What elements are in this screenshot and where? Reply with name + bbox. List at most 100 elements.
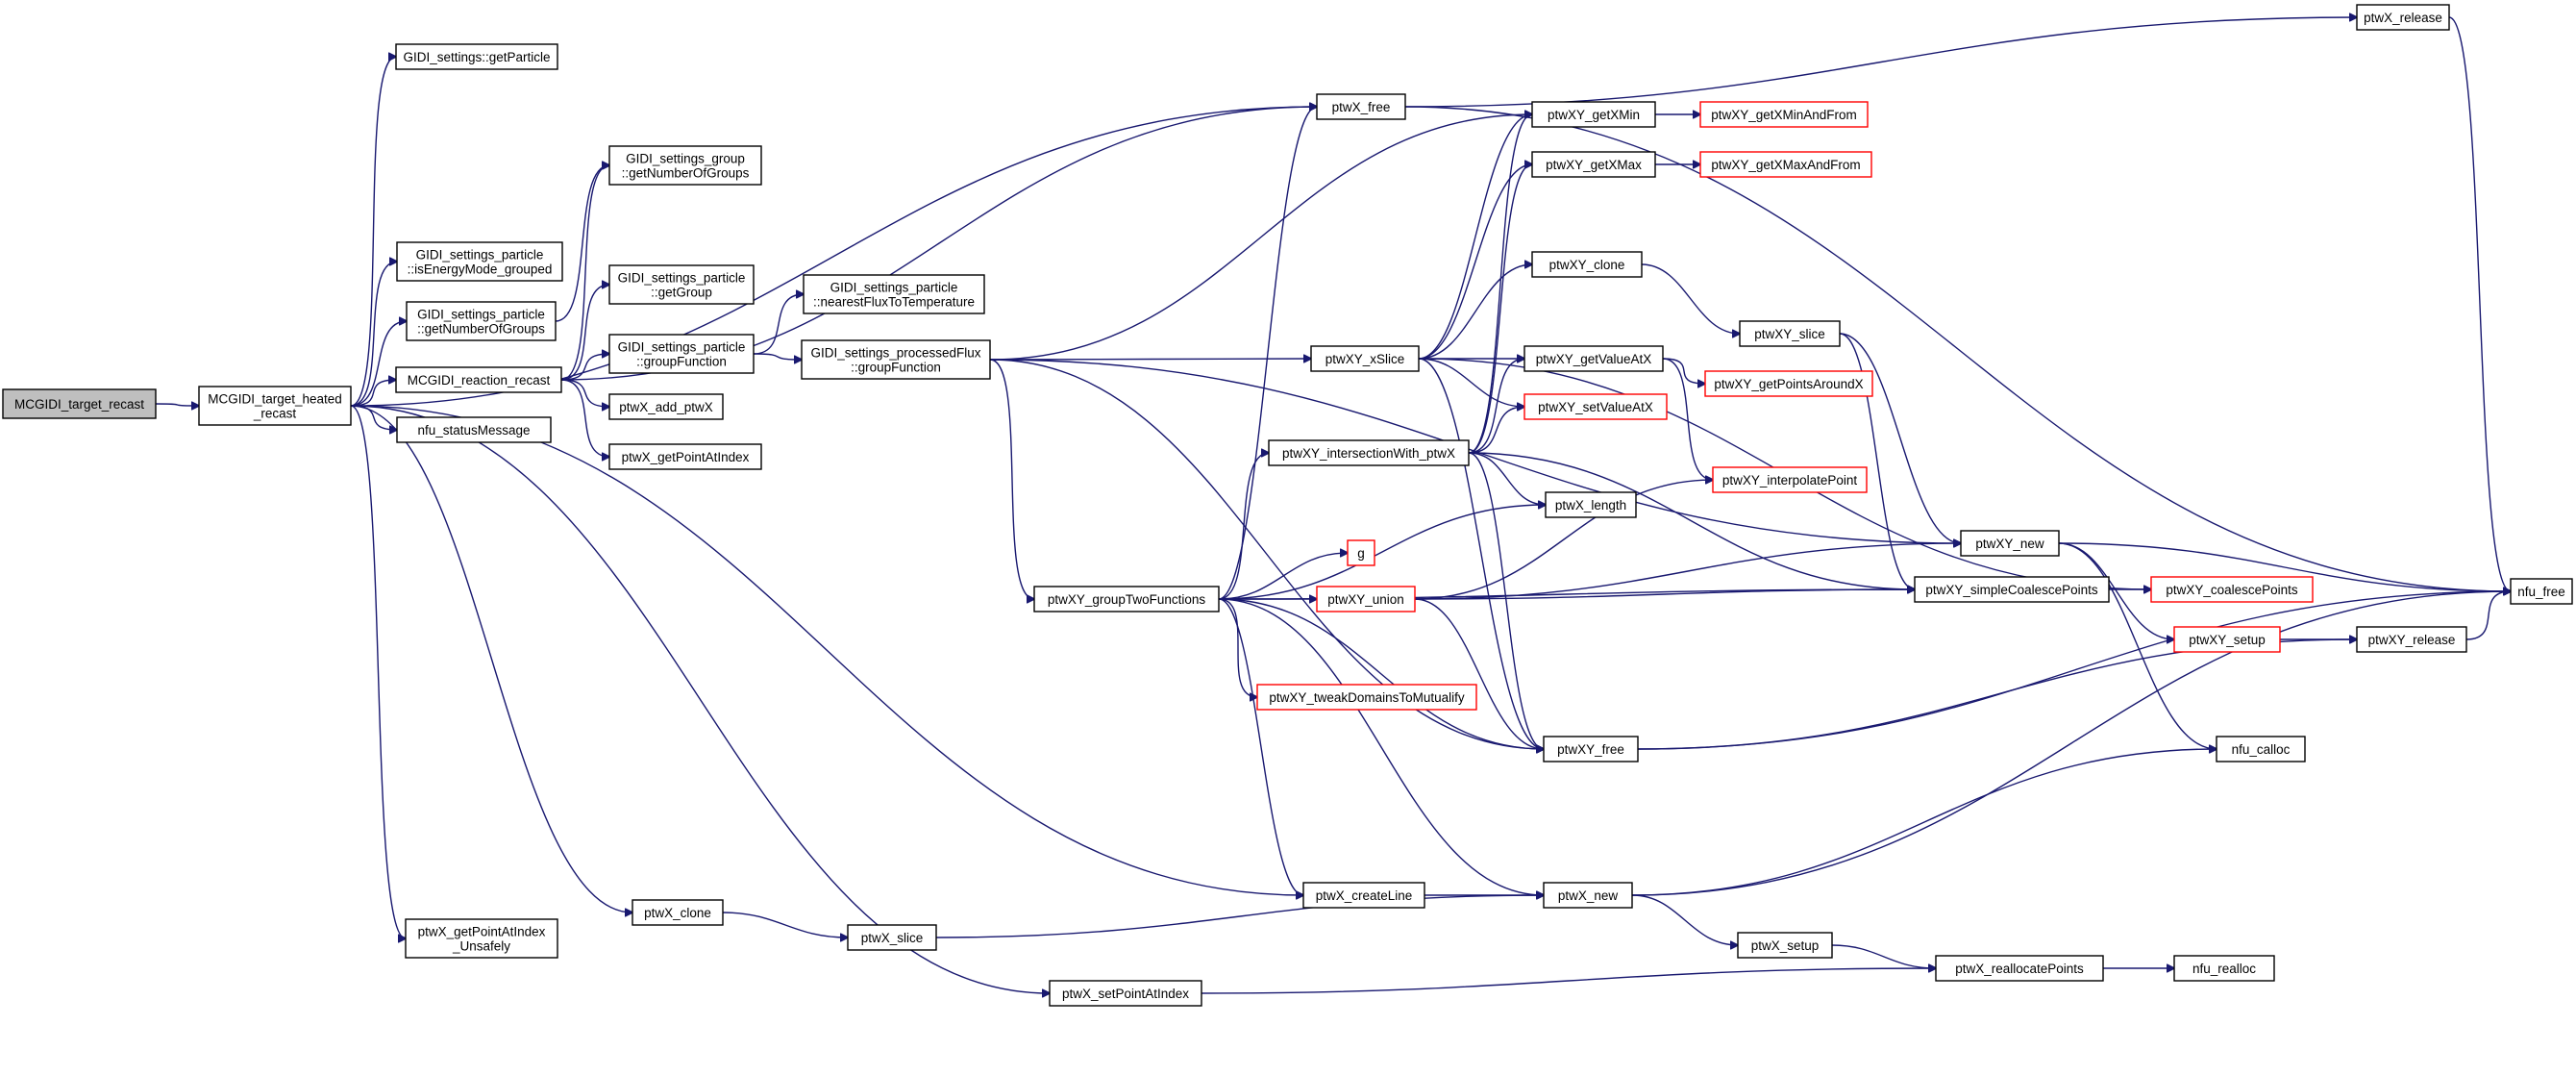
node-label: ptwX_new: [1558, 888, 1619, 903]
node-gidi-settings-processedflux-groupfunction[interactable]: GIDI_settings_processedFlux::groupFuncti…: [801, 339, 991, 380]
node-ptwxy-tweakdomainstomutualify[interactable]: ptwXY_tweakDomainsToMutualify: [1256, 684, 1477, 711]
node-label: ptwXY_groupTwoFunctions: [1048, 592, 1206, 607]
node-label: ptwXY_getXMinAndFrom: [1711, 108, 1857, 122]
node-gidi-settings-particle-isenergymode-grouped[interactable]: GIDI_settings_particle::isEnergyMode_gro…: [396, 241, 563, 282]
node-ptwx-reallocatepoints[interactable]: ptwX_reallocatePoints: [1935, 955, 2104, 982]
node-ptwxy-getxmaxandfrom[interactable]: ptwXY_getXMaxAndFrom: [1699, 151, 1872, 178]
node-label: nfu_calloc: [2232, 742, 2291, 757]
node-ptwxy-getpointsaroundx[interactable]: ptwXY_getPointsAroundX: [1704, 370, 1873, 397]
edge-fluxgroupfn-to-xyfree: [989, 359, 1544, 749]
node-mcgidi-reaction-recast[interactable]: MCGIDI_reaction_recast: [395, 366, 562, 393]
node-gidi-settings-particle-groupfunction[interactable]: GIDI_settings_particle::groupFunction: [608, 334, 755, 374]
node-label: ptwX_setPointAtIndex: [1062, 987, 1189, 1001]
node-box: [2, 388, 157, 419]
node-box: [2173, 955, 2275, 982]
node-ptwx-setup[interactable]: ptwX_setup: [1737, 932, 1833, 959]
edge-intersect-to-getxmax: [1468, 164, 1532, 454]
edge-partnumgroups-to-grpnumgroups: [555, 165, 609, 322]
node-ptwxy-intersectionwith-ptwx[interactable]: ptwXY_intersectionWith_ptwX: [1268, 439, 1470, 466]
node-ptwx-new[interactable]: ptwX_new: [1543, 882, 1633, 909]
edge-group2-to-createline: [1218, 598, 1303, 895]
node-ptwxy-getxmin[interactable]: ptwXY_getXMin: [1531, 101, 1656, 128]
node-gidi-settings-group-getnumberofgroups[interactable]: GIDI_settings_group::getNumberOfGroups: [608, 145, 762, 186]
node-ptwxy-grouptwofunctions[interactable]: ptwXY_groupTwoFunctions: [1033, 586, 1220, 612]
node-nfu-statusmessage[interactable]: nfu_statusMessage: [396, 416, 552, 443]
node-label: ::groupFunction: [851, 361, 941, 375]
node-gidi-settings-particle-getnumberofgroups[interactable]: GIDI_settings_particle::getNumberOfGroup…: [406, 301, 557, 341]
node-g[interactable]: g: [1347, 539, 1375, 566]
edge-xyfree-to-nfufree: [1637, 591, 2511, 750]
node-ptwxy-getvalueatx[interactable]: ptwXY_getValueAtX: [1523, 345, 1664, 372]
node-gidi-settings-particle-nearestfluxtotemperature[interactable]: GIDI_settings_particle::nearestFluxToTem…: [803, 274, 985, 314]
node-box: [2150, 576, 2314, 603]
node-gidi-settings-getparticle[interactable]: GIDI_settings::getParticle: [395, 43, 558, 70]
node-box: [1316, 586, 1416, 612]
node-label: ptwX_release: [2364, 11, 2442, 25]
node-ptwx-length[interactable]: ptwX_length: [1545, 491, 1637, 518]
edge-heated-to-partnumgroups: [350, 321, 407, 407]
node-ptwxy-clone[interactable]: ptwXY_clone: [1531, 251, 1643, 278]
node-nfu-free[interactable]: nfu_free: [2510, 578, 2573, 605]
node-ptwx-slice[interactable]: ptwX_slice: [847, 924, 937, 951]
node-box: [1543, 736, 1639, 762]
node-box: [1049, 980, 1202, 1007]
node-label: MCGIDI_reaction_recast: [408, 373, 551, 388]
node-ptwxy-union[interactable]: ptwXY_union: [1316, 586, 1416, 612]
node-ptwxy-setup[interactable]: ptwXY_setup: [2173, 626, 2281, 653]
edge-xyclone-to-xyslicefn: [1641, 263, 1740, 334]
node-ptwxy-slice[interactable]: ptwXY_slice: [1739, 320, 1841, 347]
edge-group2-to-ptwxnew: [1218, 598, 1544, 895]
node-mcgidi-target-recast[interactable]: MCGIDI_target_recast: [2, 388, 157, 419]
node-box: [2173, 626, 2281, 653]
node-ptwx-getpointatindex[interactable]: ptwX_getPointAtIndex: [608, 443, 762, 470]
node-nfu-realloc[interactable]: nfu_realloc: [2173, 955, 2275, 982]
edge-group2-to-intersect: [1218, 453, 1269, 600]
node-box: [405, 918, 558, 959]
node-label: ptwX_createLine: [1316, 888, 1413, 903]
node-box: [1935, 955, 2104, 982]
node-ptwxy-coalescepoints[interactable]: ptwXY_coalescePoints: [2150, 576, 2314, 603]
node-box: [1739, 320, 1841, 347]
node-label: ::getNumberOfGroups: [622, 166, 750, 181]
node-label: ptwX_slice: [861, 931, 924, 945]
node-label: ptwXY_simpleCoalescePoints: [1925, 583, 2098, 597]
node-ptwxy-getxmax[interactable]: ptwXY_getXMax: [1531, 151, 1656, 178]
node-label: ptwXY_getXMin: [1548, 108, 1640, 122]
node-label: ptwXY_release: [2368, 633, 2456, 647]
node-box: [395, 366, 562, 393]
node-ptwxy-new[interactable]: ptwXY_new: [1960, 530, 2060, 557]
node-ptwxy-xslice[interactable]: ptwXY_xSlice: [1310, 345, 1420, 372]
node-ptwxy-release[interactable]: ptwXY_release: [2356, 626, 2467, 653]
node-label: ptwXY_getPointsAroundX: [1714, 377, 1863, 391]
node-label: nfu_statusMessage: [417, 423, 530, 438]
node-box: [2356, 626, 2467, 653]
node-ptwx-add-ptwx[interactable]: ptwX_add_ptwX: [608, 393, 724, 420]
node-ptwxy-setvalueatx[interactable]: ptwXY_setValueAtX: [1523, 393, 1668, 420]
node-ptwxy-getxminandfrom[interactable]: ptwXY_getXMinAndFrom: [1699, 101, 1869, 128]
edge-intersect-to-simplecoalesce: [1468, 452, 1915, 589]
node-box: [1531, 251, 1643, 278]
node-mcgidi-target-heated-recast[interactable]: MCGIDI_target_heated_recast: [198, 386, 352, 426]
node-box: [1033, 586, 1220, 612]
node-ptwx-createline[interactable]: ptwX_createLine: [1302, 882, 1425, 909]
node-ptwx-getpointatindex-unsafely[interactable]: ptwX_getPointAtIndex_Unsafely: [405, 918, 558, 959]
node-nfu-calloc[interactable]: nfu_calloc: [2216, 736, 2306, 762]
edge-ptwxnew-to-nfucalloc: [1631, 749, 2217, 896]
node-ptwx-free[interactable]: ptwX_free: [1316, 93, 1406, 120]
edge-xyslice-to-setvalueatx: [1418, 358, 1524, 407]
node-ptwxy-interpolatepoint[interactable]: ptwXY_interpolatePoint: [1712, 466, 1868, 493]
node-ptwxy-free[interactable]: ptwXY_free: [1543, 736, 1639, 762]
node-ptwx-release[interactable]: ptwX_release: [2356, 4, 2450, 31]
edge-xynew-to-nfufree: [2058, 542, 2511, 591]
node-ptwxy-simplecoalescepoints[interactable]: ptwXY_simpleCoalescePoints: [1914, 576, 2110, 603]
node-box: [1310, 345, 1420, 372]
node-label: nfu_realloc: [2192, 962, 2256, 976]
node-ptwx-clone[interactable]: ptwX_clone: [632, 899, 724, 926]
node-gidi-settings-particle-getgroup[interactable]: GIDI_settings_particle::getGroup: [608, 264, 755, 305]
node-label: GIDI_settings_group: [626, 152, 745, 166]
edge-union-to-xyfree: [1414, 598, 1544, 749]
node-ptwx-setpointatindex[interactable]: ptwX_setPointAtIndex: [1049, 980, 1202, 1007]
node-box: [396, 416, 552, 443]
edge-union-to-interppoint: [1414, 480, 1713, 600]
edge-intersect-to-setvalueatx: [1468, 407, 1524, 454]
